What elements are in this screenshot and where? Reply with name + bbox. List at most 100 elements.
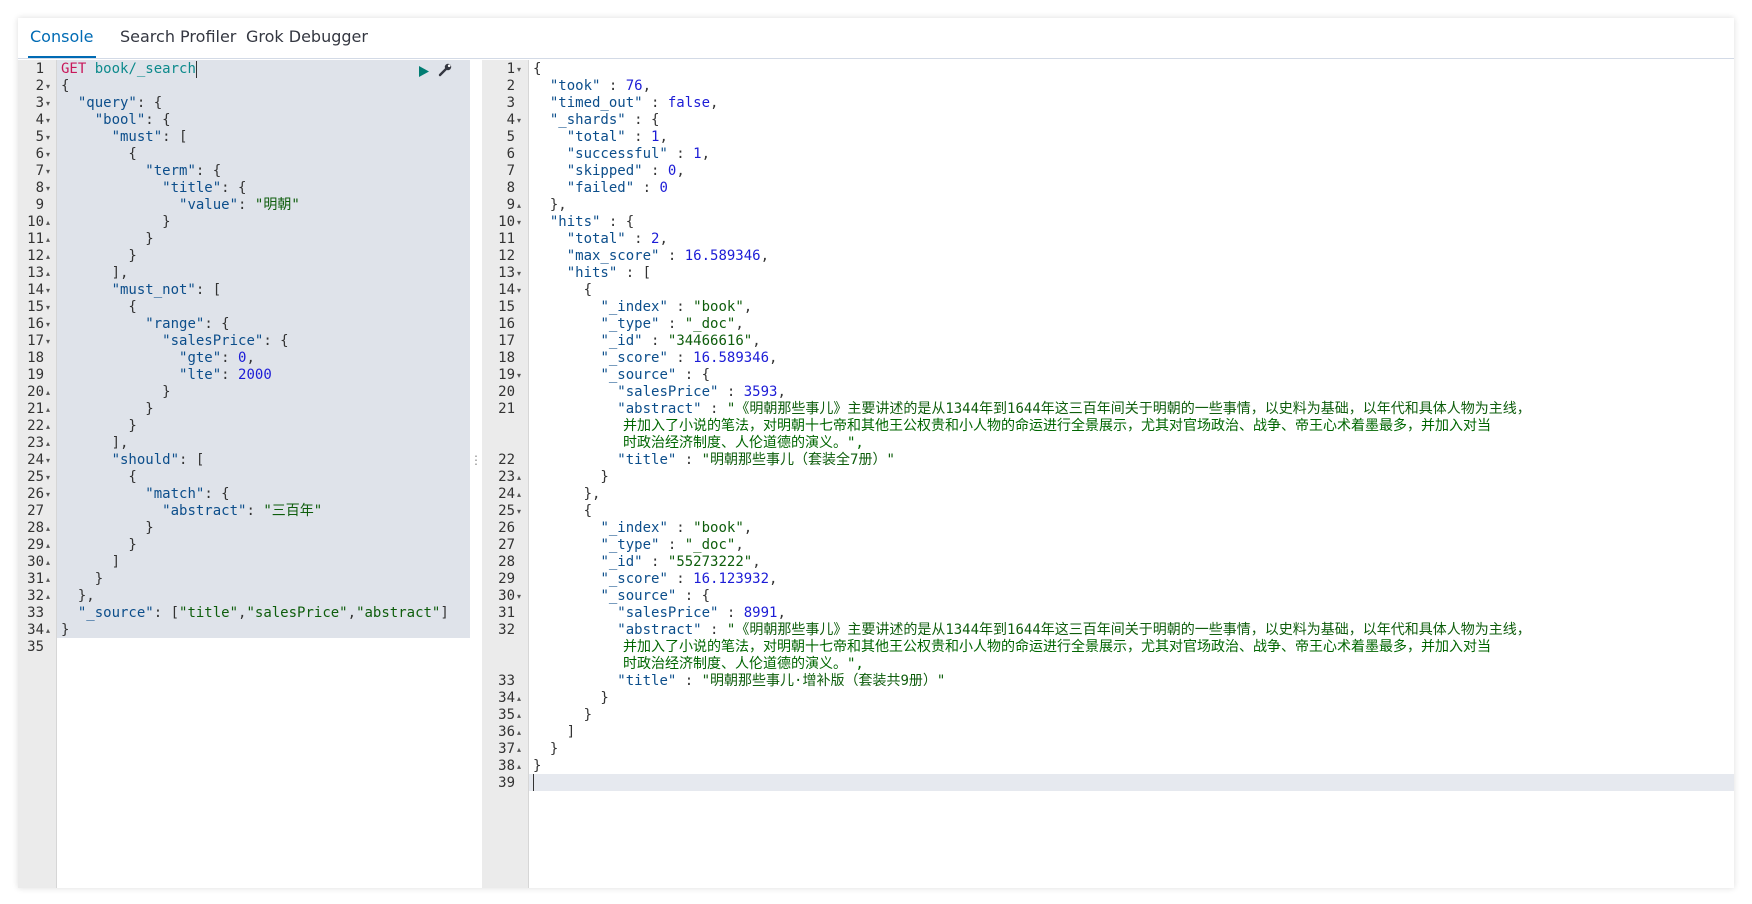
code-token: "salesPrice"	[246, 605, 348, 621]
tab-console[interactable]: Console	[28, 18, 96, 58]
code-token: ,	[735, 316, 744, 332]
fold-close-icon[interactable]: ▴	[46, 252, 51, 261]
fold-close-icon[interactable]: ▴	[517, 694, 522, 703]
code-token: "_id"	[600, 333, 643, 349]
code-line: {	[533, 502, 592, 521]
line-number: 33	[498, 673, 515, 689]
fold-close-icon[interactable]: ▴	[46, 218, 51, 227]
fold-open-icon[interactable]: ▾	[46, 456, 51, 465]
code-token: ,	[710, 95, 719, 111]
code-token: "match"	[145, 486, 205, 502]
line-number: 30	[498, 588, 515, 604]
code-line: }	[61, 621, 69, 640]
line-number: 28	[27, 520, 44, 536]
fold-open-icon[interactable]: ▾	[517, 286, 522, 295]
code-token: "should"	[111, 452, 180, 468]
fold-close-icon[interactable]: ▴	[46, 524, 51, 533]
fold-open-icon[interactable]: ▾	[46, 133, 51, 142]
line-number: 14	[27, 282, 44, 298]
fold-close-icon[interactable]: ▴	[517, 711, 522, 720]
fold-open-icon[interactable]: ▾	[46, 320, 51, 329]
code-token	[533, 537, 600, 553]
fold-close-icon[interactable]: ▴	[46, 388, 51, 397]
fold-open-icon[interactable]: ▾	[46, 337, 51, 346]
fold-close-icon[interactable]: ▴	[46, 626, 51, 635]
fold-open-icon[interactable]: ▾	[46, 167, 51, 176]
fold-open-icon[interactable]: ▾	[517, 218, 522, 227]
fold-close-icon[interactable]: ▴	[46, 405, 51, 414]
code-token: "_doc"	[684, 537, 736, 553]
code-token: : {	[195, 163, 222, 179]
code-token	[533, 180, 567, 196]
fold-open-icon[interactable]: ▾	[46, 473, 51, 482]
fold-close-icon[interactable]: ▴	[517, 745, 522, 754]
fold-open-icon[interactable]: ▾	[46, 303, 51, 312]
line-number: 6	[506, 146, 515, 162]
fold-open-icon[interactable]: ▾	[46, 99, 51, 108]
tab-search-profiler[interactable]: Search Profiler	[120, 27, 237, 46]
fold-close-icon[interactable]: ▴	[517, 490, 522, 499]
fold-open-icon[interactable]: ▾	[517, 592, 522, 601]
code-line: "failed" : 0	[533, 179, 668, 198]
code-token: :	[642, 333, 668, 349]
fold-close-icon[interactable]: ▴	[46, 558, 51, 567]
line-number: 20	[27, 384, 44, 400]
tab-bar: Console Search Profiler Grok Debugger	[18, 18, 1734, 59]
code-token	[61, 163, 145, 179]
code-token: :	[718, 384, 744, 400]
code-line: }	[61, 383, 170, 402]
fold-open-icon[interactable]: ▾	[46, 82, 51, 91]
line-number: 25	[27, 469, 44, 485]
code-token: {	[61, 146, 137, 162]
code-token: }	[533, 758, 542, 774]
play-icon[interactable]	[418, 63, 430, 82]
fold-open-icon[interactable]: ▾	[517, 507, 522, 516]
fold-close-icon[interactable]: ▴	[46, 235, 51, 244]
request-code-area[interactable]: GET book/_search{ "query": { "bool": { "…	[57, 60, 470, 888]
drag-handle-icon[interactable]: ⋮	[470, 453, 482, 467]
code-token: "_type"	[600, 316, 660, 332]
fold-open-icon[interactable]: ▾	[517, 371, 522, 380]
code-token: : {	[145, 112, 171, 128]
fold-open-icon[interactable]: ▾	[46, 490, 51, 499]
code-token: :	[667, 571, 694, 587]
code-token	[533, 333, 600, 349]
fold-close-icon[interactable]: ▴	[46, 439, 51, 448]
code-token	[533, 554, 600, 570]
line-number: 35	[498, 707, 515, 723]
code-line: "must": [	[61, 128, 188, 147]
wrench-icon[interactable]	[438, 62, 453, 81]
fold-close-icon[interactable]: ▴	[517, 762, 522, 771]
wrapped-line: 并加入了小说的笔法，对明朝十七帝和其他王公权贵和小人物的命运进行全景展示，尤其对…	[623, 418, 1491, 434]
tab-grok-debugger[interactable]: Grok Debugger	[246, 27, 368, 46]
fold-close-icon[interactable]: ▴	[46, 269, 51, 278]
fold-open-icon[interactable]: ▾	[517, 65, 522, 74]
line-number: 11	[498, 231, 515, 247]
response-code-area[interactable]: { "took" : 76, "timed_out" : false, "_sh…	[529, 60, 1734, 888]
request-highlight	[57, 60, 470, 638]
fold-open-icon[interactable]: ▾	[46, 150, 51, 159]
code-token: {	[61, 78, 70, 94]
code-token	[533, 520, 600, 536]
fold-close-icon[interactable]: ▴	[46, 541, 51, 550]
fold-close-icon[interactable]: ▴	[46, 422, 51, 431]
code-line: }	[61, 536, 136, 555]
code-line: "total" : 1,	[533, 128, 668, 147]
code-token: : {	[204, 486, 230, 502]
code-token: "title"	[617, 452, 677, 468]
fold-open-icon[interactable]: ▾	[46, 184, 51, 193]
fold-open-icon[interactable]: ▾	[46, 286, 51, 295]
fold-open-icon[interactable]: ▾	[517, 269, 522, 278]
code-token: : {	[625, 112, 660, 128]
fold-open-icon[interactable]: ▾	[46, 116, 51, 125]
fold-close-icon[interactable]: ▴	[46, 592, 51, 601]
fold-close-icon[interactable]: ▴	[517, 728, 522, 737]
code-token	[61, 367, 179, 383]
fold-close-icon[interactable]: ▴	[517, 473, 522, 482]
fold-open-icon[interactable]: ▾	[517, 116, 522, 125]
fold-close-icon[interactable]: ▴	[46, 575, 51, 584]
fold-close-icon[interactable]: ▴	[517, 201, 522, 210]
